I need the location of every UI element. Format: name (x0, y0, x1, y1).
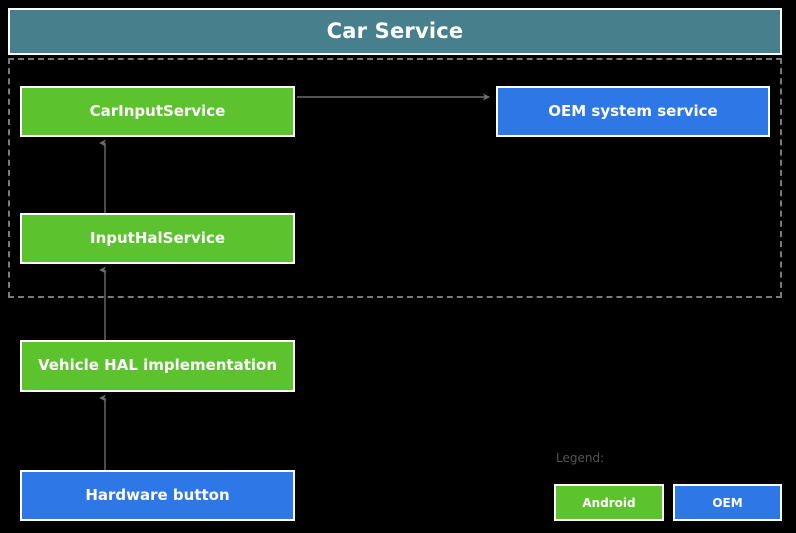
node-vehicle-hal-implementation[interactable]: Vehicle HAL implementation (20, 340, 295, 392)
car-service-header: Car Service (8, 8, 782, 55)
node-label: OEM system service (548, 101, 718, 120)
legend-swatch-android: Android (554, 484, 664, 521)
legend-swatch-label: OEM (712, 495, 743, 510)
node-hardware-button[interactable]: Hardware button (20, 470, 295, 521)
legend-caption: Legend: (556, 451, 605, 465)
node-label: CarInputService (89, 101, 226, 120)
legend-swatch-oem: OEM (673, 484, 782, 521)
page-title: Car Service (326, 19, 464, 43)
node-oem-system-service[interactable]: OEM system service (496, 86, 770, 137)
node-label: Hardware button (85, 485, 230, 504)
legend: Legend: Android OEM (554, 452, 782, 522)
node-label: Vehicle HAL implementation (37, 356, 278, 375)
node-label: InputHalService (89, 228, 226, 247)
legend-swatch-list: Android OEM (554, 484, 782, 521)
legend-swatch-label: Android (582, 495, 636, 510)
node-input-hal-service[interactable]: InputHalService (20, 213, 295, 264)
node-car-input-service[interactable]: CarInputService (20, 86, 295, 137)
